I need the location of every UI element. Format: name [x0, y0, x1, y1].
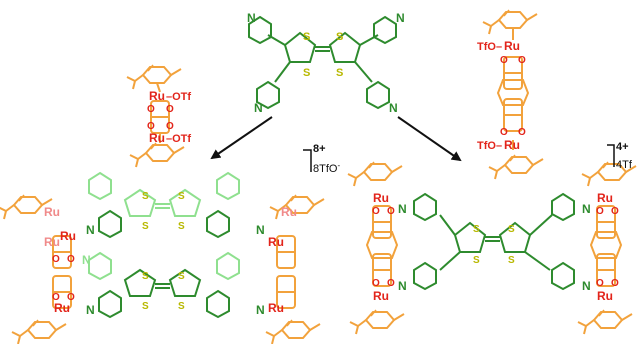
oxygen-label: O [387, 206, 395, 217]
oxygen-label: O [147, 121, 155, 132]
nitrogen-label: N [389, 101, 398, 115]
oxygen-label: O [166, 104, 174, 115]
oxygen-label: O [67, 292, 75, 303]
sulfur-label: S [508, 224, 515, 235]
ruthenium-label: Ru [373, 289, 389, 303]
oxygen-label: O [166, 121, 174, 132]
nitrogen-label: N [582, 202, 591, 216]
ruthenium-label: Ru [281, 205, 297, 219]
sulfur-label: S [336, 31, 343, 43]
oxygen-label: O [596, 278, 604, 289]
charge-label: 4+ [616, 141, 629, 153]
nitrogen-label: N [256, 223, 265, 237]
ru-quinone-complex [482, 9, 544, 180]
oxygen-label: O [387, 278, 395, 289]
sulfur-label: S [178, 221, 185, 232]
sulfur-label: S [473, 255, 480, 266]
oxygen-label: O [500, 127, 508, 138]
nitrogen-label: N [256, 303, 265, 317]
ruthenium-label: Ru [54, 301, 70, 315]
reaction-arrow-left [210, 116, 273, 160]
right-cage-product [347, 161, 637, 335]
left-cage-product [0, 172, 325, 344]
sulfur-label: S [178, 301, 185, 312]
sulfur-label: S [303, 31, 310, 43]
oxygen-label: O [372, 278, 380, 289]
nitrogen-label: N [82, 253, 91, 267]
ruthenium-label: Ru [268, 235, 284, 249]
sulfur-label: S [303, 67, 310, 79]
nitrogen-label: N [86, 223, 95, 237]
ru-oxalato-complex [126, 64, 185, 168]
ruthenium-label: Ru [149, 89, 165, 103]
reaction-arrow-right [397, 116, 462, 162]
nitrogen-label: N [86, 303, 95, 317]
oxygen-label: O [611, 278, 619, 289]
nitrogen-label: N [247, 11, 256, 25]
charge-bracket [303, 149, 312, 172]
ruthenium-label: Ru [149, 131, 165, 145]
triflate-label: –OTf [166, 133, 191, 145]
nitrogen-label: N [398, 202, 407, 216]
oxygen-label: O [372, 206, 380, 217]
ttf-ligand-top [248, 16, 397, 109]
triflate-label: TfO– [477, 41, 502, 53]
sulfur-label: S [142, 221, 149, 232]
ruthenium-label: Ru [597, 191, 613, 205]
oxygen-label: O [52, 254, 60, 265]
sulfur-label: S [178, 191, 185, 202]
triflate-label: –OTf [166, 91, 191, 103]
oxygen-label: O [518, 127, 526, 138]
oxygen-label: O [596, 206, 604, 217]
sulfur-label: S [142, 271, 149, 282]
sulfur-label: S [142, 191, 149, 202]
nitrogen-label: N [254, 101, 263, 115]
sulfur-label: S [473, 224, 480, 235]
nitrogen-label: N [582, 279, 591, 293]
nitrogen-label: N [396, 11, 405, 25]
sulfur-label: S [142, 301, 149, 312]
nitrogen-label: N [398, 279, 407, 293]
oxygen-label: O [147, 104, 155, 115]
oxygen-label: O [611, 206, 619, 217]
sulfur-label: S [508, 255, 515, 266]
ruthenium-label: Ru [504, 138, 520, 152]
ruthenium-label: Ru [44, 235, 60, 249]
charge-bracket [607, 144, 615, 167]
ruthenium-label: Ru [597, 289, 613, 303]
ruthenium-label: Ru [60, 229, 76, 243]
charge-label: 8+ [313, 143, 326, 155]
counterion-label: 4Tf [616, 159, 633, 171]
ruthenium-label: Ru [44, 205, 60, 219]
triflate-label: TfO– [477, 140, 502, 152]
oxygen-label: O [500, 55, 508, 66]
sulfur-label: S [178, 271, 185, 282]
ruthenium-label: Ru [373, 191, 389, 205]
oxygen-label: O [67, 254, 75, 265]
oxygen-label: O [518, 55, 526, 66]
counterion-label: 8TfO- [313, 161, 340, 176]
ruthenium-label: Ru [504, 39, 520, 53]
sulfur-label: S [336, 67, 343, 79]
ruthenium-label: Ru [268, 301, 284, 315]
oxygen-label: O [52, 292, 60, 303]
